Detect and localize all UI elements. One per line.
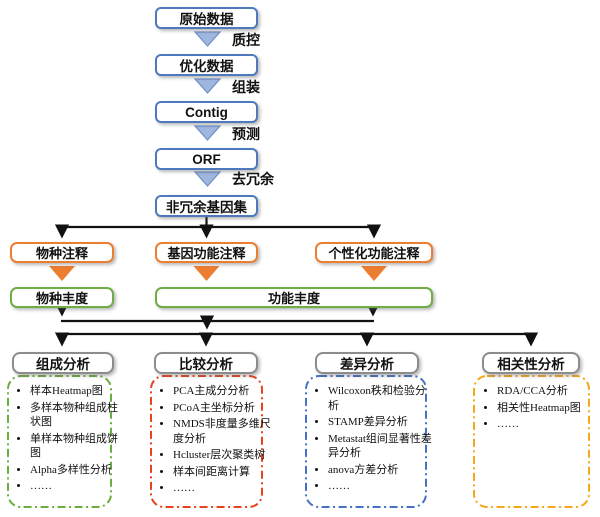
node-correlation-analysis: 相关性分析 [482, 352, 580, 374]
node-function-annotation: 基因功能注释 [155, 242, 258, 263]
node-species-annotation: 物种注释 [10, 242, 114, 263]
list-item: …… [497, 417, 599, 432]
list-item: Wilcoxon秩和检验分析 [328, 384, 436, 413]
node-contig: Contig [155, 101, 258, 123]
list-item: NMDS非度量多维尺度分析 [173, 417, 272, 446]
function-abundance-arrow-icon [193, 266, 220, 281]
list-item: Metastat组间显著性差异分析 [328, 432, 436, 461]
list-item: …… [328, 479, 436, 494]
comparison-list-frame [150, 375, 263, 508]
step-label-assembly: 组装 [232, 79, 260, 95]
difference-list-frame [305, 375, 427, 508]
node-difference-analysis: 差异分析 [315, 352, 419, 374]
analysis-split-connector [54, 302, 539, 347]
node-gene-set: 非冗余基因集 [155, 195, 258, 217]
species-abundance-arrow-icon [49, 266, 75, 281]
node-orf: ORF [155, 148, 258, 170]
node-composition-analysis: 组成分析 [12, 352, 114, 374]
node-function-abundance: 功能丰度 [155, 287, 433, 308]
list-item: 单样本物种组成饼图 [30, 432, 122, 461]
step-label-dedup: 去冗余 [232, 171, 274, 187]
node-species-abundance: 物种丰度 [10, 287, 114, 308]
correlation-list-frame [473, 375, 590, 508]
node-comparison-analysis: 比较分析 [154, 352, 258, 374]
prediction-arrow-icon [193, 125, 222, 141]
list-item: PCoA主坐标分析 [173, 401, 272, 416]
list-item: Hcluster层次聚类树 [173, 448, 272, 463]
list-item: 多样本物种组成柱状图 [30, 401, 122, 430]
list-item: …… [30, 479, 122, 494]
list-item: 相关性Heatmap图 [497, 401, 599, 416]
assembly-arrow-icon [193, 78, 222, 94]
list-item: STAMP差异分析 [328, 415, 436, 430]
correlation-analysis-list: RDA/CCA分析相关性Heatmap图…… [484, 384, 599, 434]
list-item: 样本间距离计算 [173, 465, 272, 480]
step-label-prediction: 预测 [232, 126, 260, 142]
node-raw-data: 原始数据 [155, 7, 258, 29]
list-item: anova方差分析 [328, 463, 436, 478]
custom-abundance-arrow-icon [361, 266, 387, 281]
step-label-qc: 质控 [232, 32, 260, 48]
difference-analysis-list: Wilcoxon秩和检验分析 STAMP差异分析 Metastat组间显著性差异分析… [315, 384, 436, 496]
composition-analysis-list: 样本Heatmap图多样本物种组成柱状图单样本物种组成饼图 Alpha多样性分析…… [17, 384, 122, 496]
node-custom-annotation: 个性化功能注释 [315, 242, 433, 263]
comparison-analysis-list: PCA主成分分析 PCoA主坐标分析NMDS非度量多维尺度分析 Hcluster层次… [160, 384, 272, 498]
geneset-split-connector [54, 217, 382, 239]
dedup-arrow-icon [193, 171, 222, 187]
list-item: …… [173, 481, 272, 496]
node-clean-data: 优化数据 [155, 54, 258, 76]
quality-control-arrow-icon [193, 31, 222, 47]
list-item: Alpha多样性分析 [30, 463, 122, 478]
composition-list-frame [7, 375, 112, 508]
list-item: RDA/CCA分析 [497, 384, 599, 399]
list-item: PCA主成分分析 [173, 384, 272, 399]
list-item: 样本Heatmap图 [30, 384, 122, 399]
